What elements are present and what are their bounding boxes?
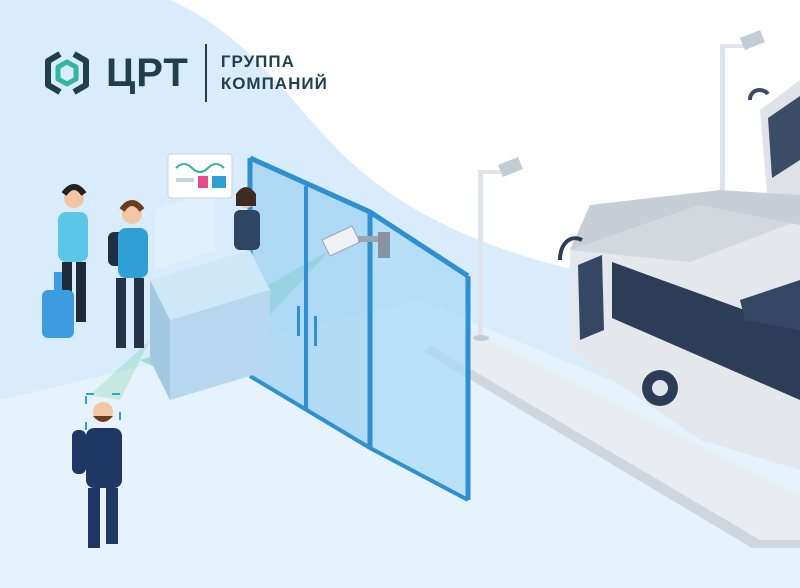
street-lamp xyxy=(473,157,523,341)
traveler-with-suitcase xyxy=(42,184,88,338)
scan-beam xyxy=(90,340,150,400)
bus-background xyxy=(748,80,800,206)
brand-subtitle: ГРУППА КОМПАНИЙ xyxy=(221,51,328,95)
face-detection-frame xyxy=(85,393,121,431)
brand-subtitle-line2: КОМПАНИЙ xyxy=(220,74,328,93)
glass-doors xyxy=(247,155,471,502)
logo-divider xyxy=(204,44,207,102)
man-on-phone xyxy=(72,393,122,548)
logo-mark-icon xyxy=(45,51,89,95)
brand-subtitle-line1: ГРУППА xyxy=(220,52,295,71)
brand-logo: ЦРТ ГРУППА КОМПАНИЙ xyxy=(40,44,328,102)
bus xyxy=(558,190,800,470)
traveler-with-backpack xyxy=(108,200,148,348)
camera-icon xyxy=(321,225,390,258)
street-lamp xyxy=(720,30,765,214)
passport-desk xyxy=(150,190,270,400)
monitor-screen xyxy=(167,153,233,199)
officer-figure xyxy=(234,187,260,250)
sidewalk xyxy=(430,330,800,540)
brand-name: ЦРТ xyxy=(106,51,189,95)
